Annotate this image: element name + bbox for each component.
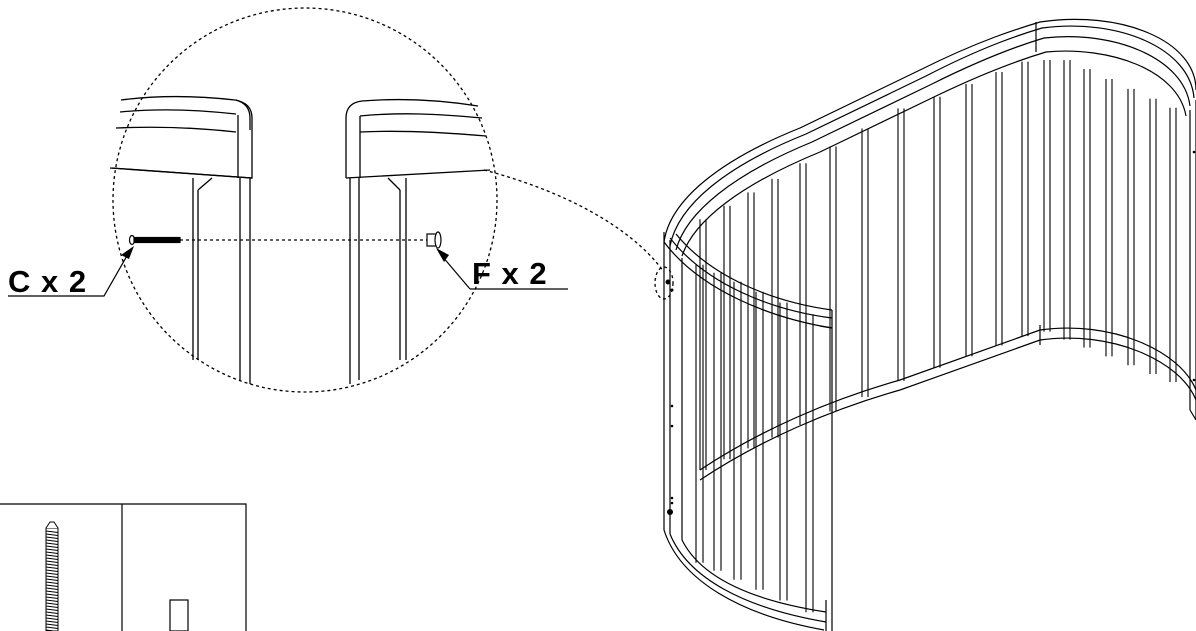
thread-line: [45, 572, 59, 575]
left-rail-end: [109, 95, 253, 179]
label-f-leader: [441, 255, 568, 290]
thread-line: [45, 563, 59, 566]
thread-line: [45, 536, 59, 539]
thread-line: [45, 605, 59, 608]
thread-line: [45, 557, 59, 560]
label-part-c: C x 2: [8, 264, 87, 299]
thread-line: [45, 608, 59, 611]
crib-post-holes: [665, 150, 1196, 515]
thread-line: [45, 569, 59, 572]
thread-line: [45, 566, 59, 569]
thread-line: [45, 620, 59, 623]
label-c-arrow-icon: [121, 246, 134, 259]
thread-line: [45, 614, 59, 617]
thread-line: [45, 548, 59, 551]
left-post: [192, 177, 251, 384]
barrel-nut-f-icon: [426, 231, 442, 249]
thread-line: [45, 530, 59, 533]
hardware-table: [0, 503, 247, 631]
crib-slats: [695, 60, 1177, 613]
right-rail-end: [345, 98, 491, 179]
right-post: [349, 177, 407, 384]
detail-circle: [112, 7, 498, 393]
thread-line: [45, 575, 59, 578]
threaded-bolt-icon: [45, 521, 59, 631]
thread-line: [45, 626, 59, 629]
thread-line: [45, 560, 59, 563]
thread-line: [45, 587, 59, 590]
crib-bottom-rail: [663, 529, 825, 631]
thread-line: [45, 617, 59, 620]
thread-line: [45, 590, 59, 593]
thread-line: [45, 599, 59, 602]
detail-leader-line: [483, 169, 665, 273]
thread-line: [45, 623, 59, 626]
thread-line: [45, 578, 59, 581]
thread-line: [45, 551, 59, 554]
detail-callout: [109, 7, 674, 393]
label-c-leader: [8, 253, 129, 297]
label-f-arrow-icon: [436, 248, 449, 262]
thread-line: [45, 596, 59, 599]
thread-line: [45, 542, 59, 545]
crib-assembly: [663, 18, 1196, 631]
thread-line: [45, 533, 59, 536]
thread-line: [45, 581, 59, 584]
thread-line: [45, 602, 59, 605]
bolt-c-icon: [128, 234, 181, 246]
thread-line: [45, 593, 59, 596]
thread-line: [45, 554, 59, 557]
thread-line: [45, 545, 59, 548]
thread-line: [45, 584, 59, 587]
thread-line: [45, 611, 59, 614]
barrel-nut-icon: [169, 599, 189, 631]
label-part-f: F x 2: [472, 256, 548, 291]
thread-line: [45, 539, 59, 542]
crib-top-rail: [663, 18, 1196, 243]
